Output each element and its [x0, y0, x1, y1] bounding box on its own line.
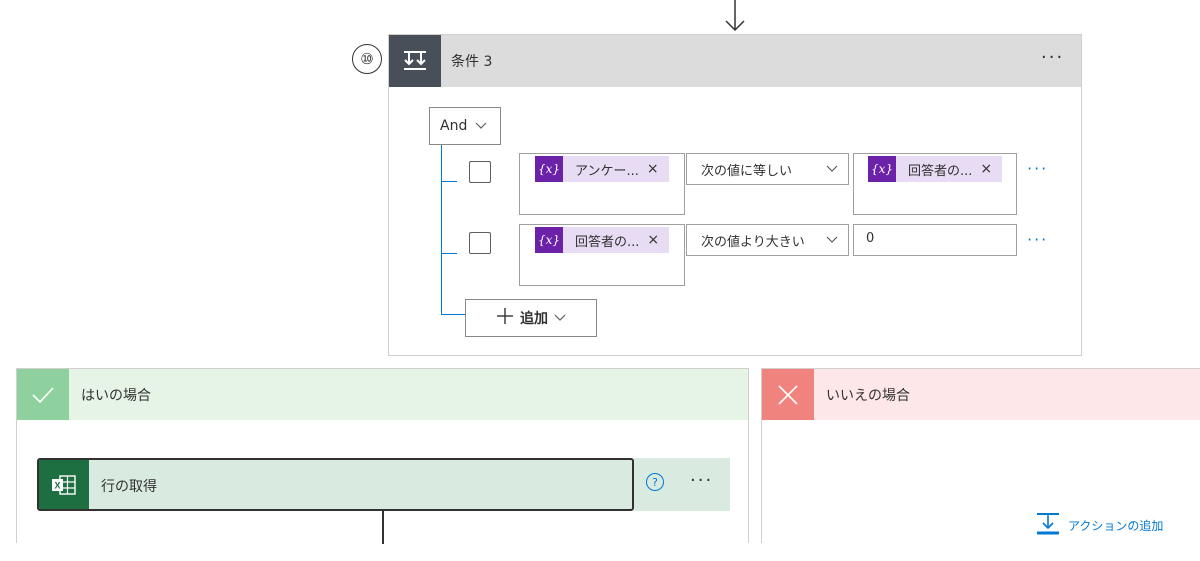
token-remove-button[interactable]: × [647, 232, 660, 248]
token-remove-button[interactable]: × [646, 161, 659, 177]
chevron-down-icon [826, 162, 838, 177]
step-number-badge: ⑩ [352, 44, 382, 74]
close-icon [762, 369, 814, 420]
dynamic-content-token[interactable]: {x} アンケー... × [535, 156, 669, 182]
row-checkbox[interactable] [469, 161, 491, 183]
left-operand-field[interactable]: {x} 回答者の... × [519, 224, 685, 286]
add-action-icon [1036, 512, 1060, 539]
operator-select[interactable]: 次の値より大きい [686, 224, 849, 256]
plus-icon [496, 307, 514, 329]
add-label: 追加 [520, 311, 548, 327]
excel-icon: X [39, 460, 89, 509]
right-operand-field[interactable]: {x} 回答者の... × [853, 153, 1017, 215]
right-value-text: 0 [866, 231, 875, 246]
action-more-button[interactable]: ··· [690, 470, 714, 491]
token-label: 回答者の... [908, 163, 973, 179]
svg-text:X: X [54, 480, 60, 490]
add-action-label: アクションの追加 [1068, 519, 1164, 533]
group-operator-select[interactable]: And [429, 107, 501, 145]
row-more-button[interactable]: ··· [1027, 230, 1049, 249]
tree-branch-line [441, 181, 457, 182]
operator-label: 次の値に等しい [701, 163, 793, 179]
chevron-down-icon [554, 310, 566, 326]
operator-label: 次の値より大きい [701, 234, 805, 250]
group-operator-label: And [440, 118, 468, 134]
yes-branch-title: はいの場合 [81, 388, 151, 404]
token-remove-button[interactable]: × [980, 161, 993, 177]
no-branch-title: いいえの場合 [826, 388, 910, 404]
dynamic-content-token[interactable]: {x} 回答者の... × [535, 227, 670, 253]
condition-more-button[interactable]: ··· [1041, 47, 1065, 68]
left-operand-field[interactable]: {x} アンケー... × [519, 153, 685, 215]
no-branch: いいえの場合 アクションの追加 [761, 368, 1200, 543]
condition-row: {x} アンケー... × 次の値に等しい {x} 回答者の... × ··· [389, 153, 1081, 217]
operator-select[interactable]: 次の値に等しい [686, 153, 849, 185]
flow-connector-line [382, 511, 384, 544]
action-side-controls: ? ··· [634, 458, 730, 511]
chevron-down-icon [475, 118, 487, 134]
yes-branch-header[interactable]: はいの場合 [17, 369, 748, 420]
tree-line [441, 145, 442, 315]
row-more-button[interactable]: ··· [1027, 159, 1049, 178]
chevron-down-icon [826, 233, 838, 248]
token-label: アンケー... [575, 163, 639, 179]
help-button[interactable]: ? [646, 473, 664, 491]
token-label: 回答者の... [575, 234, 640, 250]
yes-branch: はいの場合 X 行の取得 ? ··· [16, 368, 749, 544]
add-action-button[interactable]: アクションの追加 [1036, 512, 1163, 539]
tree-branch-line [441, 314, 465, 315]
check-icon [17, 369, 69, 420]
dynamic-content-token[interactable]: {x} 回答者の... × [868, 156, 1003, 182]
condition-title: 条件 3 [451, 54, 493, 70]
condition-icon [389, 35, 441, 87]
flow-connector-arrow [724, 0, 746, 34]
tree-branch-line [441, 253, 457, 254]
variable-icon: {x} [535, 156, 563, 182]
condition-row: {x} 回答者の... × 次の値より大きい 0 ··· [389, 224, 1081, 288]
no-branch-header[interactable]: いいえの場合 [762, 369, 1200, 420]
get-rows-action[interactable]: X 行の取得 [37, 458, 634, 511]
row-checkbox[interactable] [469, 232, 491, 254]
right-value-input[interactable]: 0 [853, 224, 1017, 256]
add-condition-button[interactable]: 追加 [465, 299, 597, 337]
variable-icon: {x} [868, 156, 896, 182]
variable-icon: {x} [535, 227, 563, 253]
condition-card: 条件 3 ··· And {x} アンケー... × 次の値に等しい [388, 34, 1082, 356]
action-title: 行の取得 [101, 479, 157, 495]
condition-header[interactable]: 条件 3 ··· [389, 35, 1081, 87]
